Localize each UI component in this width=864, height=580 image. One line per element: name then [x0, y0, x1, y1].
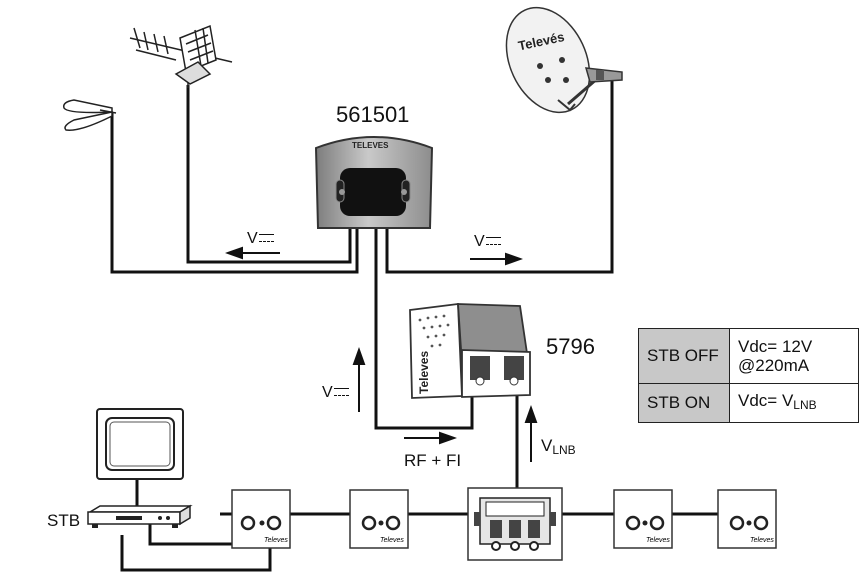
- wall-outlet-icon: Televes: [613, 489, 673, 549]
- power-supply-model-label: 5796: [546, 334, 595, 359]
- voltage-status-table: STB OFF Vdc= 12V@220mA STB ON Vdc= VLNB: [638, 328, 859, 423]
- svg-text:Televes: Televes: [417, 351, 431, 394]
- rf-fi-label: RF + FI: [404, 451, 462, 470]
- svg-text:Televes: Televes: [264, 537, 288, 544]
- svg-text:Televes: Televes: [646, 537, 670, 544]
- voltage-left-label: V: [247, 230, 274, 248]
- svg-text:Televes: Televes: [380, 537, 404, 544]
- table-row: STB ON Vdc= VLNB: [638, 383, 859, 423]
- set-top-box-icon: [87, 504, 193, 528]
- tv-icon: [96, 408, 184, 480]
- wall-outlet-icon: Televes: [717, 489, 777, 549]
- state-cell: STB OFF: [638, 328, 730, 384]
- terrestrial-antenna-icon: [129, 24, 233, 88]
- signal-arrows: [225, 246, 538, 462]
- state-cell: STB ON: [638, 383, 730, 423]
- voltage-right-label: V: [474, 233, 501, 251]
- power-supply-5796: Televes: [409, 302, 531, 399]
- amplifier-model-label: 561501: [336, 102, 410, 127]
- satellite-dish-icon: Televés: [505, 6, 623, 114]
- svg-text:Televes: Televes: [750, 537, 774, 544]
- splitter-icon: [467, 487, 563, 561]
- wall-outlet-icon: Televes: [231, 489, 291, 549]
- value-cell: Vdc= 12V@220mA: [729, 328, 859, 384]
- table-row: STB OFF Vdc= 12V@220mA: [638, 328, 859, 384]
- voltage-psu-label: V: [322, 384, 349, 402]
- amplifier-561501: TELEVES: [314, 136, 434, 229]
- wall-outlet-icon: Televes: [349, 489, 409, 549]
- stb-label: STB: [47, 511, 81, 530]
- svg-text:TELEVES: TELEVES: [352, 141, 389, 150]
- fm-dipole-icon: [62, 99, 117, 131]
- vlnb-label: VLNB: [541, 436, 576, 457]
- value-cell: Vdc= VLNB: [729, 383, 859, 423]
